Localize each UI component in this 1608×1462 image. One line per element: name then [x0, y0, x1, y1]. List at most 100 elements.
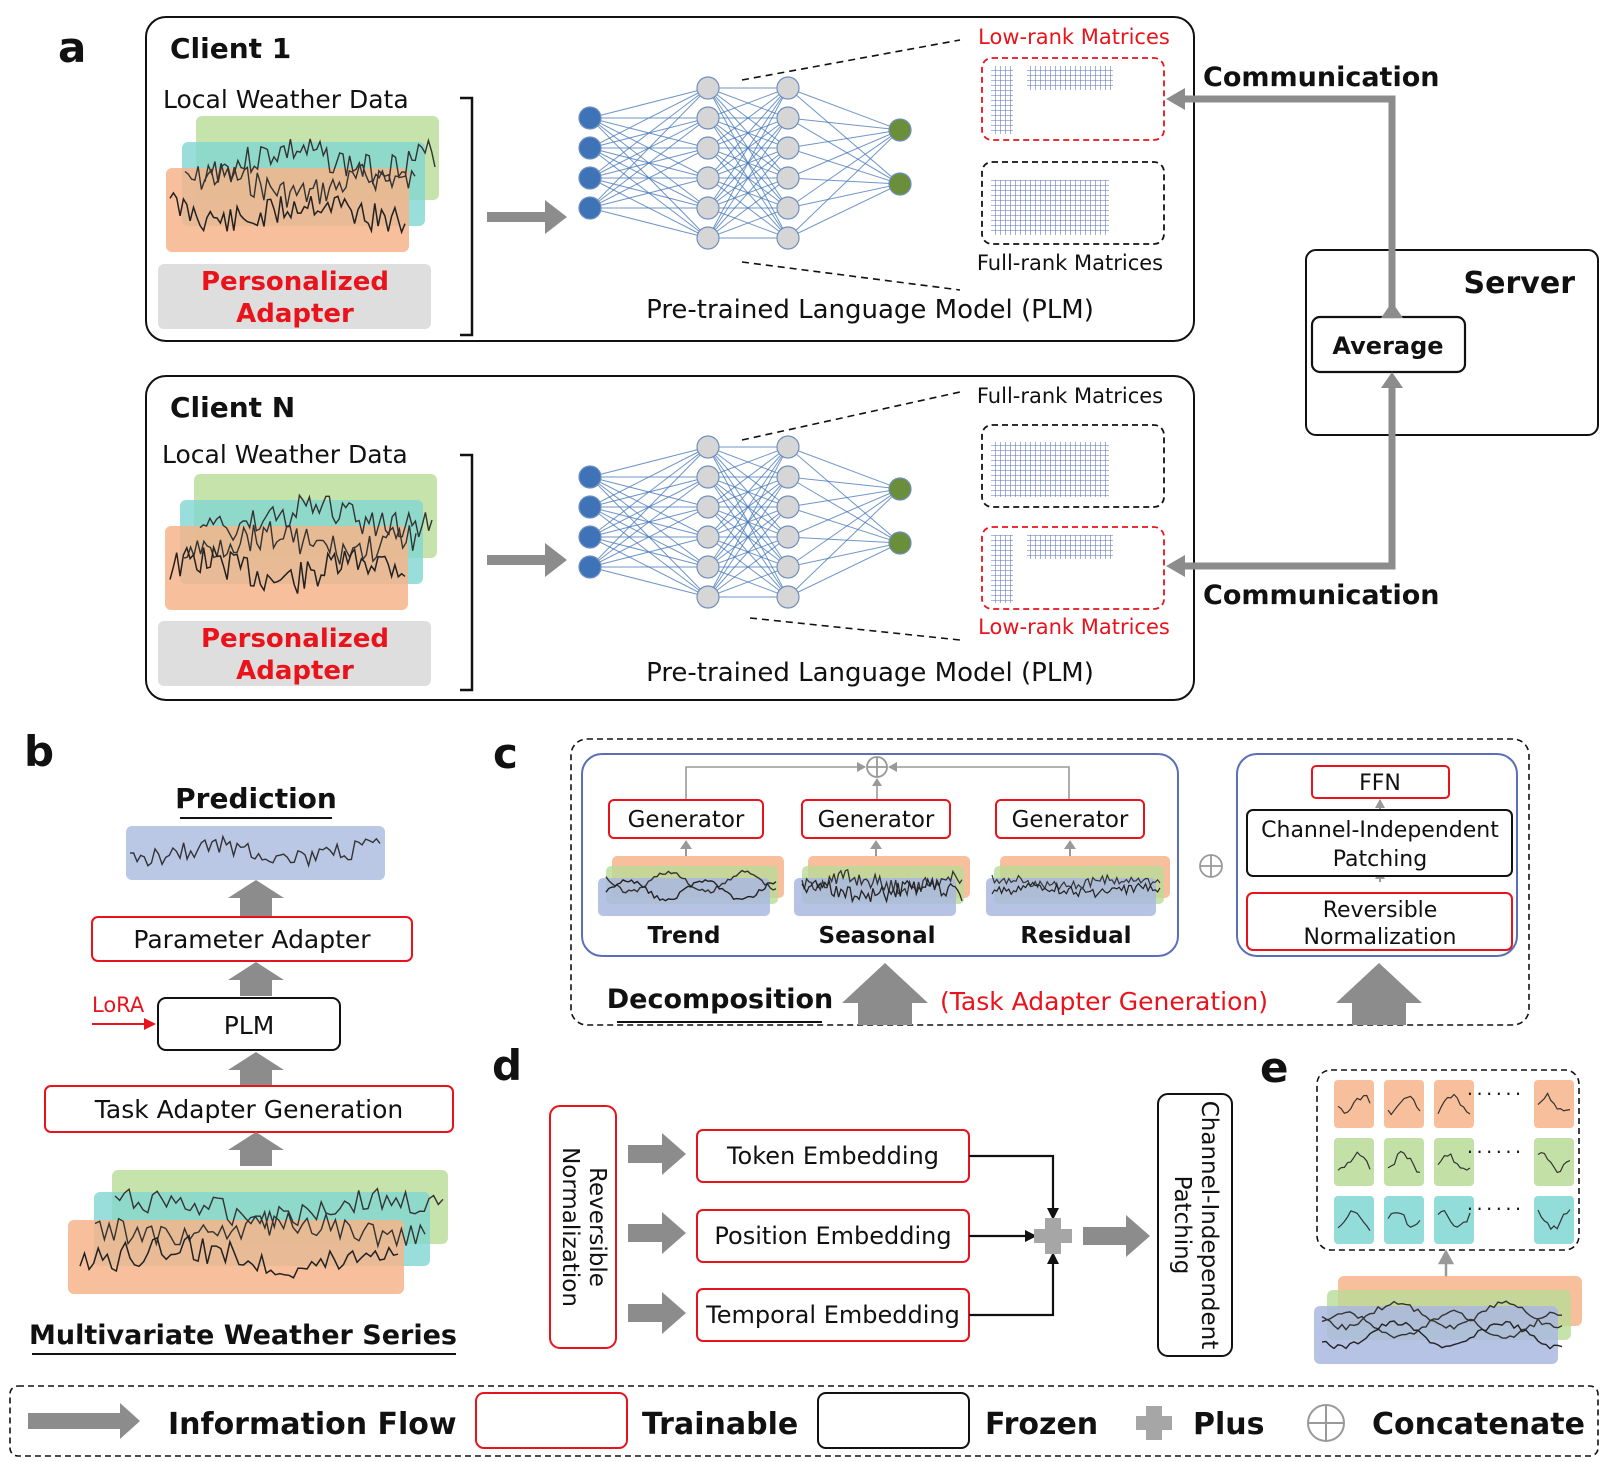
temporal-embedding-label: Temporal Embedding	[705, 1301, 960, 1329]
communication-arrows	[1180, 95, 1396, 570]
nn-connection	[707, 446, 789, 568]
nn-node	[776, 166, 800, 190]
patch-waveform	[1387, 1150, 1421, 1173]
server-average-label: Average	[1332, 332, 1443, 360]
patch-waveform	[1537, 1151, 1571, 1174]
patch-cell	[1534, 1196, 1574, 1244]
nn-connection	[787, 117, 901, 185]
nn-connection	[707, 446, 789, 598]
reversible-normalization-box-d	[549, 1105, 617, 1349]
nn-connection	[707, 87, 789, 179]
nn-connection	[787, 542, 901, 568]
panel-e-series-stack	[1314, 1276, 1582, 1364]
patch-waveform	[1337, 1151, 1371, 1171]
client-1-weather-stack	[166, 116, 439, 252]
client-n-personalized-adapter	[158, 621, 431, 686]
client-1-adapter-line1: Personalized	[201, 267, 389, 297]
nn-node	[696, 465, 720, 489]
nn-node	[578, 136, 602, 160]
nn-connection	[707, 446, 789, 478]
patch-grid-frame	[1316, 1069, 1580, 1251]
nn-node	[776, 106, 800, 130]
patch-waveform	[1387, 1095, 1421, 1116]
nn-node	[776, 555, 800, 579]
legend-trainable-swatch	[475, 1392, 628, 1449]
revnorm-c-line2: Normalization	[1304, 925, 1457, 950]
legend-information-flow-label: Information Flow	[168, 1407, 457, 1442]
nn-connection	[589, 566, 709, 598]
nn-node	[776, 226, 800, 250]
nn-connection	[589, 177, 709, 209]
nn-connection	[589, 87, 709, 149]
nn-node	[578, 555, 602, 579]
nn-connection	[589, 207, 709, 239]
client-1-panel: Client 1 Local Weather Data Personalized…	[145, 16, 1195, 342]
patch-waveform	[1437, 1153, 1471, 1171]
client-1-low-rank-label: Low-rank Matrices	[978, 25, 1170, 49]
nn-connection	[707, 536, 789, 598]
ffn-box	[1311, 765, 1450, 799]
task-adapter-generation-box	[44, 1085, 454, 1133]
client-1-plm-label: Pre-trained Language Model (PLM)	[646, 295, 1094, 325]
nn-connection	[787, 476, 901, 544]
lora-label: LoRA	[92, 993, 145, 1017]
patching-up-arrow	[1336, 963, 1422, 1025]
nn-node	[578, 106, 602, 130]
patch-cell	[1534, 1138, 1574, 1186]
patching-group	[1236, 753, 1518, 957]
plm-box	[157, 997, 341, 1051]
nn-node	[696, 136, 720, 160]
nn-node	[776, 196, 800, 220]
nn-connection	[787, 446, 901, 490]
seasonal-label: Seasonal	[819, 923, 936, 949]
nn-connection	[589, 87, 709, 179]
patch-cell	[1434, 1196, 1474, 1244]
client-1-bracket	[460, 96, 474, 337]
patch-waveform	[1537, 1092, 1571, 1112]
communication-label-top: Communication	[1203, 62, 1440, 93]
nn-node	[776, 495, 800, 519]
nn-connection	[589, 446, 709, 508]
patch-cell	[1334, 1138, 1374, 1186]
nn-connection	[787, 129, 901, 209]
nn-connection	[707, 87, 789, 149]
generator-trend-label: Generator	[628, 807, 745, 833]
legend-information-flow-arrow	[28, 1403, 140, 1439]
nn-node	[776, 585, 800, 609]
panel-label-b: b	[24, 727, 54, 776]
nn-connection	[707, 566, 789, 598]
revnorm-d-line1: Reversible	[584, 1167, 610, 1287]
nn-connection	[787, 488, 901, 508]
prediction-label: Prediction	[175, 782, 337, 815]
generator-trend-box	[608, 799, 764, 839]
legend-concatenate-icon	[1307, 1404, 1345, 1442]
client-n-bracket	[460, 453, 474, 692]
task-adapter-generation-caption: (Task Adapter Generation)	[940, 987, 1268, 1016]
server-panel: Server Average	[1305, 249, 1599, 436]
patch-cell	[1334, 1080, 1374, 1128]
legend-plus-label: Plus	[1193, 1407, 1264, 1442]
nn-node	[578, 166, 602, 190]
nn-node	[696, 525, 720, 549]
client-n-neural-network	[578, 435, 912, 609]
nn-connection	[707, 87, 789, 209]
nn-connection	[787, 87, 901, 185]
nn-connection	[707, 177, 789, 239]
nn-node	[696, 495, 720, 519]
patch-grid	[1334, 1080, 1574, 1244]
nn-connection	[787, 446, 901, 544]
legend-frozen-swatch	[817, 1392, 970, 1449]
nn-connection	[707, 446, 789, 508]
generator-residual-label: Generator	[1012, 807, 1129, 833]
client-1-data-label: Local Weather Data	[163, 85, 409, 114]
task-adapter-generation-label: Task Adapter Generation	[94, 1095, 404, 1124]
nn-node	[888, 118, 912, 142]
seasonal-series	[794, 856, 970, 916]
patch-waveform	[1337, 1210, 1371, 1232]
client-n-data-label: Local Weather Data	[162, 440, 408, 469]
trend-series	[598, 856, 784, 916]
nn-connection	[787, 488, 901, 538]
client-n-full-rank-matrices	[981, 424, 1165, 508]
client-1-full-rank-label: Full-rank Matrices	[977, 251, 1163, 275]
